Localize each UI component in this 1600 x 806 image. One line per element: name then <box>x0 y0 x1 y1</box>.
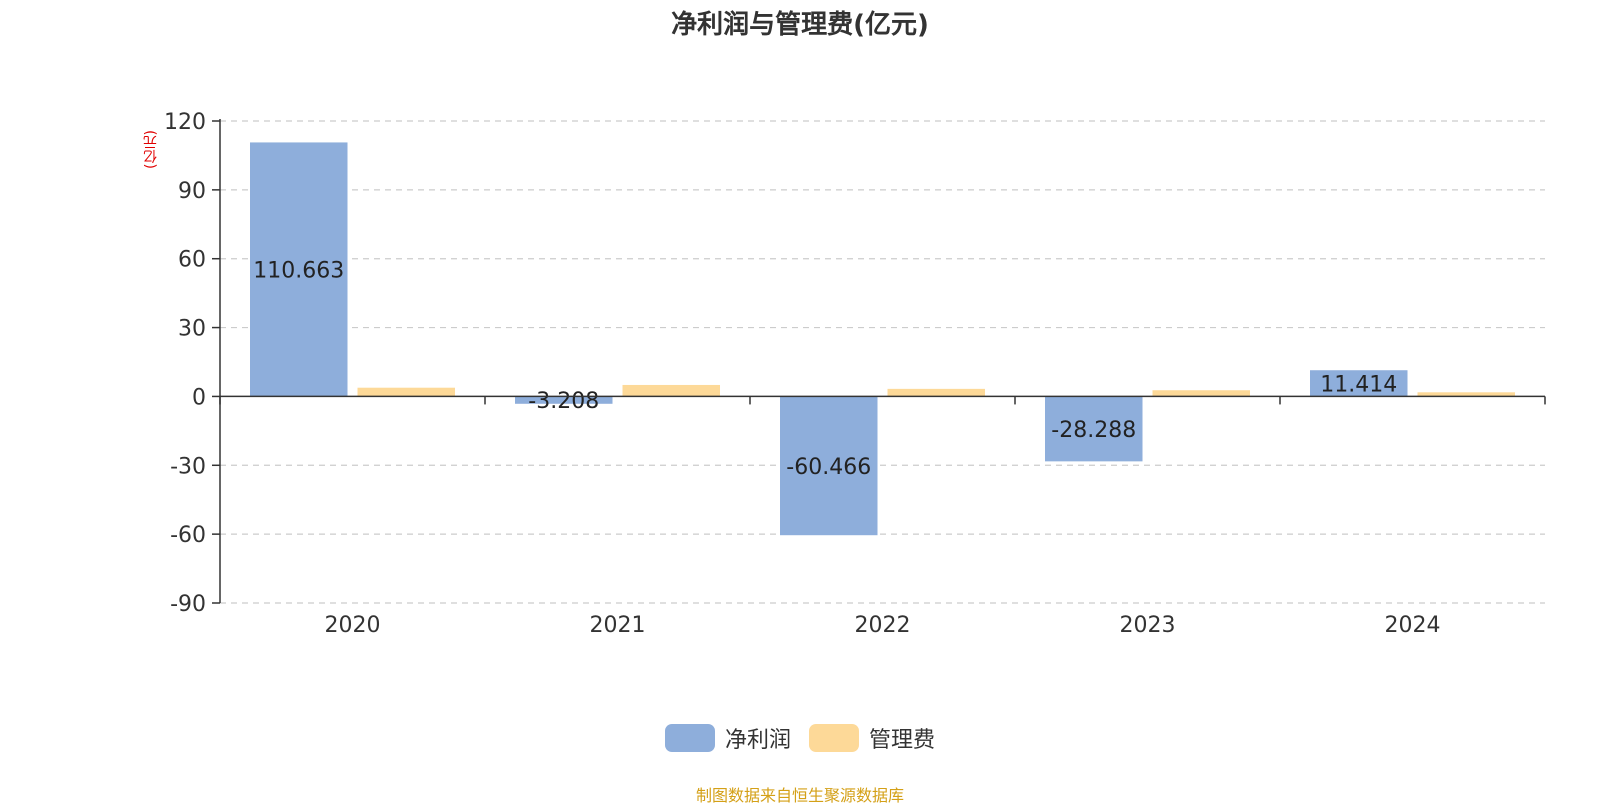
y-tick-label: 0 <box>192 385 206 410</box>
data-label: 11.414 <box>1320 372 1397 397</box>
legend-label-admin: 管理费 <box>869 728 936 753</box>
y-tick-label: -90 <box>170 592 206 617</box>
x-tick-label: 2022 <box>855 613 911 638</box>
bar-net-profit <box>780 396 878 536</box>
bar-admin-expense <box>357 387 455 397</box>
bar-net-profit <box>1310 370 1408 397</box>
x-tick-label: 2024 <box>1385 613 1441 638</box>
bar-admin-expense <box>1417 392 1515 397</box>
bar-admin-expense <box>1152 390 1250 397</box>
legend: 净利润 管理费 <box>0 722 1600 754</box>
legend-swatch-profit <box>664 724 715 752</box>
y-tick-label: -60 <box>170 523 206 548</box>
legend-swatch-admin <box>809 724 859 752</box>
data-label: -3.208 <box>528 389 599 414</box>
bar-chart: 120 90 60 30 0 -30 -60 -90 110.663 2020 -3.208 2021… <box>164 110 1546 638</box>
bar-net-profit <box>515 396 613 404</box>
y-tick-label: 90 <box>178 179 206 204</box>
data-label: -60.466 <box>786 455 871 480</box>
x-tick-label: 2023 <box>1120 613 1176 638</box>
data-source-note: 制图数据来自恒生聚源数据库 <box>695 786 904 805</box>
y-tick-label: -30 <box>170 454 206 479</box>
bar-admin-expense <box>887 388 985 397</box>
y-tick-label: 30 <box>178 317 206 342</box>
bar-net-profit <box>1045 396 1143 462</box>
legend-item-admin[interactable]: 管理费 <box>809 722 935 754</box>
y-tick-label: 60 <box>178 248 206 273</box>
bar-admin-expense <box>622 384 720 397</box>
y-tick-label: 120 <box>164 110 206 135</box>
legend-item-profit[interactable]: 净利润 <box>664 722 791 754</box>
data-label: -28.288 <box>1051 418 1136 443</box>
chart-title: 净利润与管理费(亿元) <box>671 10 929 40</box>
x-tick-label: 2020 <box>325 613 381 638</box>
bar-net-profit <box>250 142 348 397</box>
data-label: 110.663 <box>253 258 344 283</box>
x-tick-label: 2021 <box>590 613 646 638</box>
legend-label-profit: 净利润 <box>724 728 791 753</box>
